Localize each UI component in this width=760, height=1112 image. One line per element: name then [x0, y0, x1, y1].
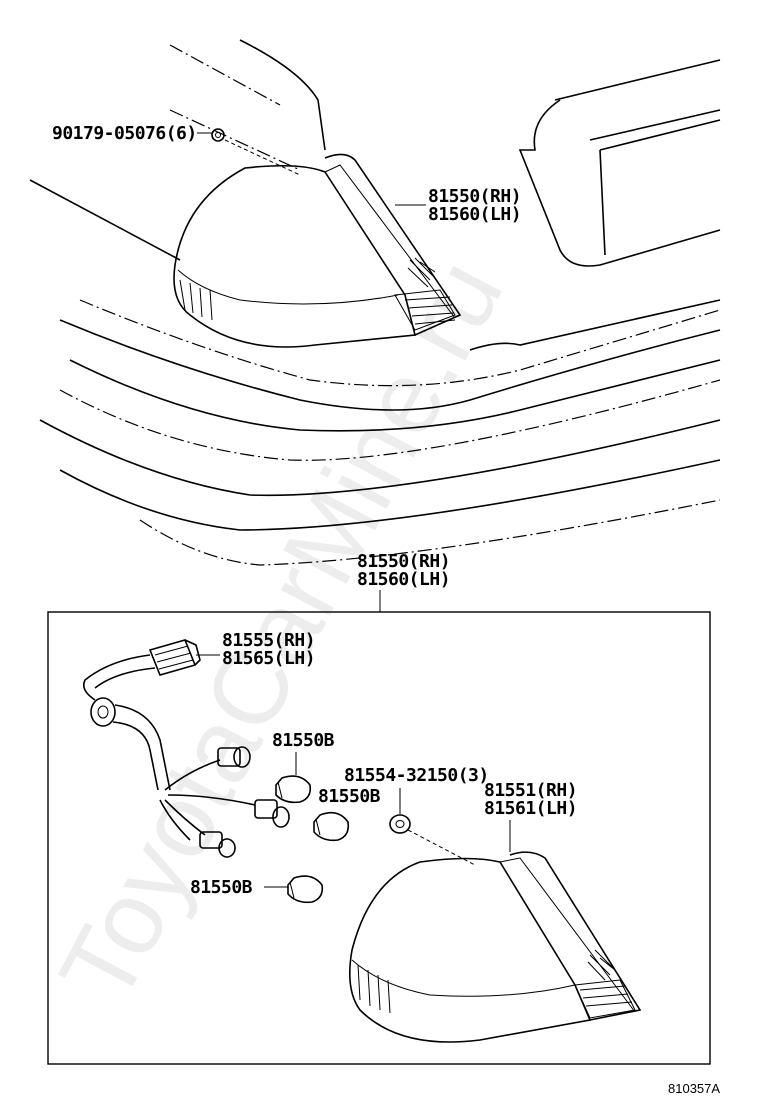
label-lens-body-lh: 81561(LH) [484, 798, 577, 819]
label-lamp-assy-lh-box: 81560(LH) [357, 569, 450, 590]
label-bulb-a: 81550B [272, 730, 335, 751]
socket-1 [217, 746, 251, 768]
label-lamp-assy-rh-top: 81550(RH) [428, 186, 521, 207]
label-lamp-assy-lh-top: 81560(LH) [428, 204, 521, 225]
bulb-icon-b [313, 811, 350, 842]
vehicle-rear-body [29, 39, 721, 566]
label-lamp-assy-rh-box: 81550(RH) [357, 551, 450, 572]
label-nut-part: 90179-05076(6) [52, 123, 197, 144]
nut-icon [211, 128, 225, 142]
label-bulb-c: 81550B [190, 877, 253, 898]
label-socket-wire-rh: 81555(RH) [222, 630, 315, 651]
lens-and-body [349, 851, 642, 1043]
label-gasket-part: 81554-32150(3) [344, 765, 489, 786]
bulb-icon-a [275, 775, 312, 804]
label-bulb-b: 81550B [318, 786, 381, 807]
tail-lamp-top [173, 153, 462, 348]
label-socket-wire-lh: 81565(LH) [222, 648, 315, 669]
socket-2 [254, 799, 290, 828]
label-lens-body-rh: 81551(RH) [484, 780, 577, 801]
bulb-icon-c [287, 875, 324, 904]
figure-number: 810357A [668, 1081, 720, 1096]
socket-3 [199, 831, 236, 858]
gasket-icon [389, 814, 411, 834]
exploded-view-frame [47, 611, 711, 1065]
socket-and-wire [82, 639, 290, 858]
